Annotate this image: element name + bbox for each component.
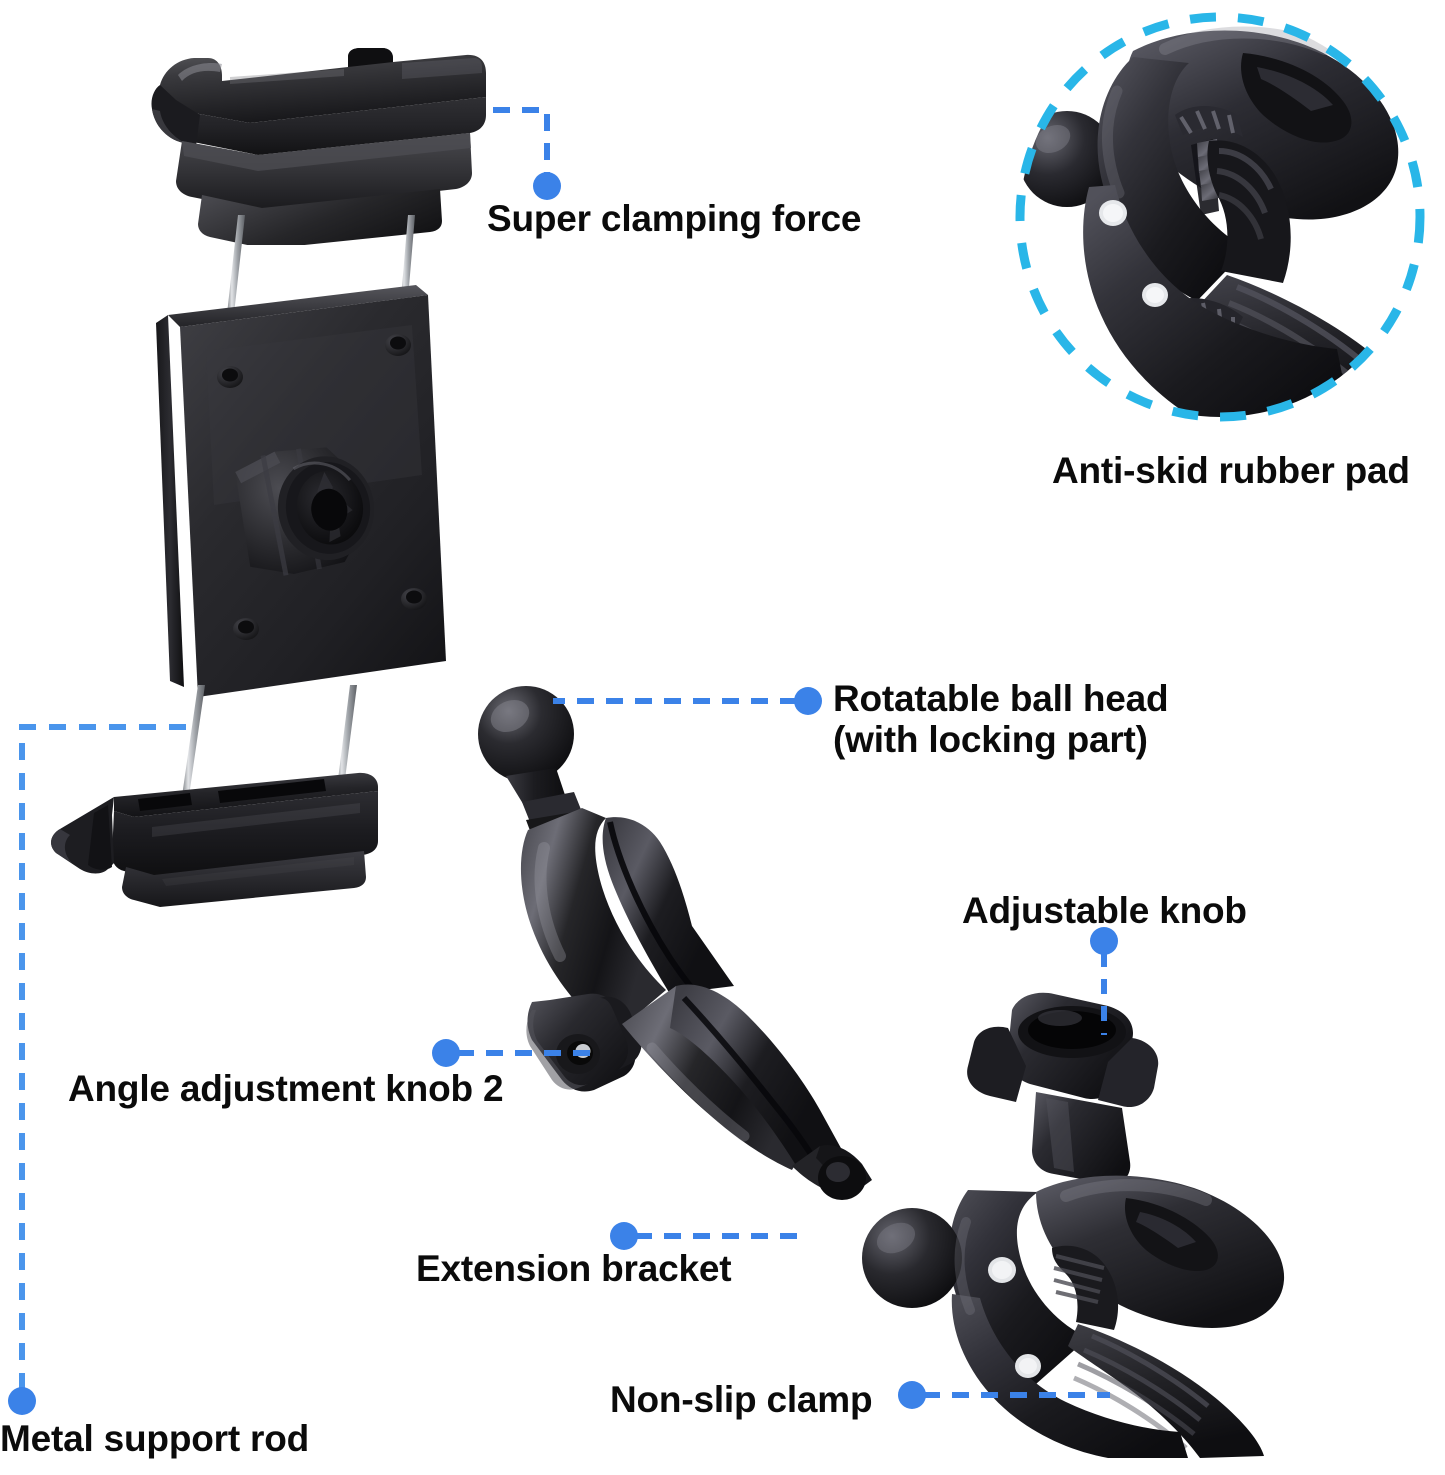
callout-label-non-slip-clamp: Non-slip clamp (610, 1379, 873, 1420)
callout-label-super-clamping-force: Super clamping force (487, 198, 862, 239)
main-body-plate-art (156, 285, 446, 697)
anti-skid-inset-art (1020, 17, 1420, 417)
top-clamp-arm-art (151, 48, 486, 245)
extension-bracket-art (478, 686, 872, 1200)
leader-super-clamping-force (493, 107, 550, 176)
leader-metal-support-rod (19, 724, 192, 1390)
callout-label-anti-skid-rubber-pad: Anti-skid rubber pad (1052, 450, 1410, 491)
inset-circle (1015, 12, 1425, 422)
callout-label-adjustable-knob: Adjustable knob (962, 890, 1247, 931)
callout-label-angle-adjustment-knob-2: Angle adjustment knob 2 (68, 1068, 504, 1109)
metal-rods-lower-art (181, 685, 357, 803)
handlebar-clamp-art (862, 992, 1285, 1458)
metal-rods-upper-art (226, 215, 415, 323)
callout-label-extension-bracket: Extension bracket (416, 1248, 732, 1289)
callout-label-metal-support-rod: Metal support rod (0, 1418, 310, 1459)
bottom-clamp-arm-art (51, 772, 378, 907)
callout-label-rotatable-ball-head: Rotatable ball head (with locking part) (833, 678, 1169, 761)
